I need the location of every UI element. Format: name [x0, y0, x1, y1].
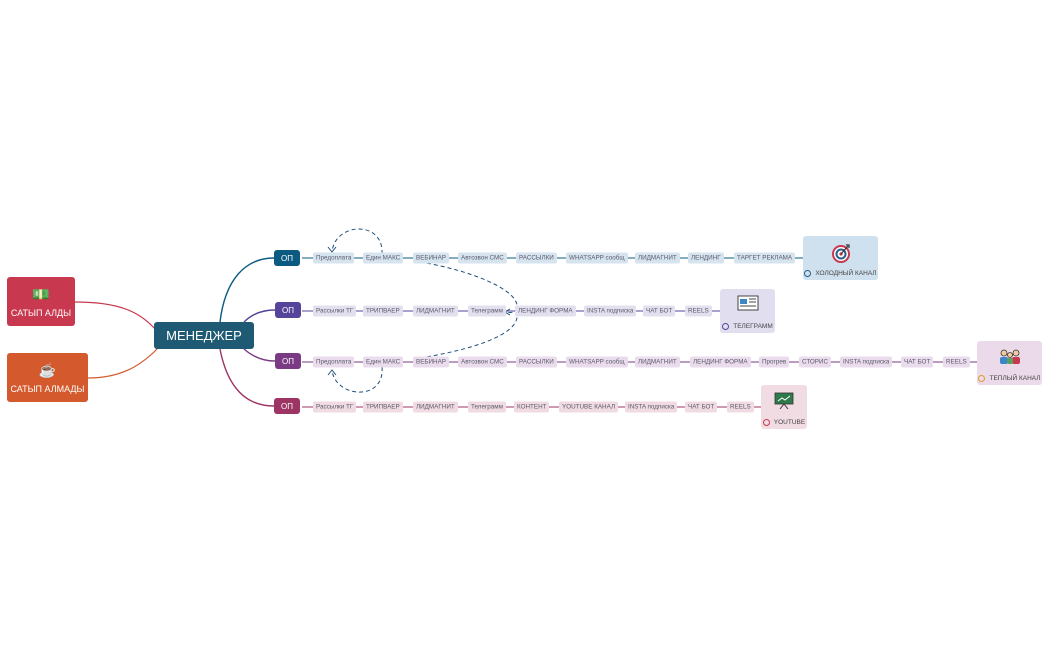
- chain-item[interactable]: ВЕБИНАР: [413, 356, 450, 368]
- op-label: ОП: [281, 401, 293, 411]
- connector-satyp-almady: [87, 345, 161, 379]
- card-label: YOUTUBE: [773, 419, 806, 426]
- status-dot-icon: [762, 419, 770, 426]
- chain-item[interactable]: Предоплата: [313, 356, 355, 368]
- connector-op-4: [219, 348, 275, 407]
- card-teply-kanal[interactable]: ТЕПЛЫЙ КАНАЛ: [977, 341, 1042, 385]
- chain-item[interactable]: Предоплата: [313, 252, 355, 264]
- card-label: ТЕПЛЫЙ КАНАЛ: [989, 375, 1041, 382]
- topic-label: САТЫП АЛДЫ: [10, 307, 72, 318]
- card-telegramm[interactable]: ТЕЛЕГРАММ: [720, 289, 775, 333]
- connector-op-3: [243, 348, 276, 362]
- central-topic[interactable]: МЕНЕДЖЕР: [154, 322, 254, 349]
- chain-item[interactable]: YOUTUBE КАНАЛ: [559, 401, 619, 413]
- newspaper-icon: [737, 295, 758, 311]
- chain-item[interactable]: ВЕБИНАР: [413, 252, 450, 264]
- chain-item[interactable]: Автозвон СМС: [458, 356, 507, 368]
- chain-item[interactable]: INSTA подписка: [840, 356, 893, 368]
- topic-label: САТЫП АЛМАДЫ: [10, 383, 85, 394]
- chain-item[interactable]: ЛИДМАГНИТ: [413, 305, 458, 317]
- topic-satyp-almady[interactable]: ☕ САТЫП АЛМАДЫ: [7, 353, 88, 402]
- dashed-loop-top: [331, 228, 383, 255]
- dashed-link-webinar-top: [419, 261, 518, 313]
- chain-item[interactable]: КОНТЕНТ: [514, 401, 550, 413]
- dashed-arrow-bottom: [327, 369, 337, 376]
- coffee-icon: ☕: [38, 361, 57, 378]
- chain-item[interactable]: ЛЕНДИНГ ФОРМА: [515, 305, 576, 317]
- op-label: ОП: [282, 305, 294, 315]
- chain-item[interactable]: REELS: [685, 305, 712, 317]
- chain-item[interactable]: ЧАТ БОТ: [685, 401, 718, 413]
- chain-item[interactable]: ЛЕНДИНГ: [688, 252, 724, 264]
- card-kholodny-kanal[interactable]: ХОЛОДНЫЙ КАНАЛ: [803, 236, 878, 280]
- chain-item[interactable]: ЛИДМАГНИТ: [635, 356, 680, 368]
- chain-item[interactable]: ЛЕНДИНГ ФОРМА: [690, 356, 751, 368]
- chain-item[interactable]: WHATSAPP сообщ: [566, 356, 628, 368]
- chain-item[interactable]: ЛИДМАГНИТ: [413, 401, 458, 413]
- money-icon: 💵: [32, 285, 50, 302]
- presentation-icon: [774, 392, 794, 410]
- status-dot-icon: [722, 323, 730, 330]
- connector-op-1: [219, 257, 275, 323]
- chain-item[interactable]: РАССЫЛКИ: [516, 356, 557, 368]
- target-icon: [831, 244, 850, 263]
- chain-item[interactable]: ЧАТ БОТ: [901, 356, 934, 368]
- op-node-2[interactable]: ОП: [275, 302, 301, 318]
- connector-op-2: [243, 309, 276, 323]
- central-label: МЕНЕДЖЕР: [166, 328, 242, 343]
- status-dot-icon: [978, 375, 986, 382]
- op-node-1[interactable]: ОП: [274, 250, 300, 266]
- op-label: ОП: [281, 253, 293, 263]
- chain-item[interactable]: ТРИПВАЕР: [363, 401, 403, 413]
- people-icon: [999, 349, 1020, 364]
- chain-item[interactable]: Телеграмм: [468, 401, 506, 413]
- chain-item[interactable]: INSTA подписка: [584, 305, 637, 317]
- chain-item[interactable]: ТАРГЕТ РЕКЛАМА: [734, 252, 796, 264]
- op-node-4[interactable]: ОП: [274, 398, 300, 414]
- connector-satyp-aldy: [74, 301, 157, 331]
- card-youtube[interactable]: YOUTUBE: [761, 385, 807, 429]
- chain-item[interactable]: Един МАКС: [363, 356, 404, 368]
- chain-item[interactable]: Един МАКС: [363, 252, 404, 264]
- chain-item[interactable]: REELS: [943, 356, 970, 368]
- op-label: ОП: [282, 356, 294, 366]
- chain-item[interactable]: СТОРИС: [799, 356, 832, 368]
- chain-item[interactable]: WHATSAPP сообщ: [566, 252, 628, 264]
- chain-item[interactable]: REELS: [727, 401, 754, 413]
- dashed-link-webinar-bottom: [419, 313, 518, 359]
- chain-item[interactable]: ЛИДМАГНИТ: [635, 252, 680, 264]
- dashed-arrow-top: [327, 246, 337, 253]
- topic-satyp-aldy[interactable]: 💵 САТЫП АЛДЫ: [7, 277, 75, 326]
- chain-item[interactable]: ЧАТ БОТ: [643, 305, 676, 317]
- chain-item[interactable]: Телеграмм: [468, 305, 506, 317]
- status-dot-icon: [804, 270, 812, 277]
- chain-item[interactable]: Рассылки ТГ: [313, 401, 357, 413]
- chain-item[interactable]: ТРИПВАЕР: [363, 305, 403, 317]
- chain-item[interactable]: Автозвон СМС: [458, 252, 507, 264]
- op-node-3[interactable]: ОП: [275, 353, 301, 369]
- chain-item[interactable]: Прогрев: [759, 356, 790, 368]
- dashed-loop-bottom: [331, 366, 383, 393]
- chain-item[interactable]: РАССЫЛКИ: [516, 252, 557, 264]
- chain-item[interactable]: Рассылки ТГ: [313, 305, 357, 317]
- card-label: ХОЛОДНЫЙ КАНАЛ: [815, 270, 877, 277]
- card-label: ТЕЛЕГРАММ: [733, 323, 773, 330]
- chain-item[interactable]: INSTA подписка: [625, 401, 678, 413]
